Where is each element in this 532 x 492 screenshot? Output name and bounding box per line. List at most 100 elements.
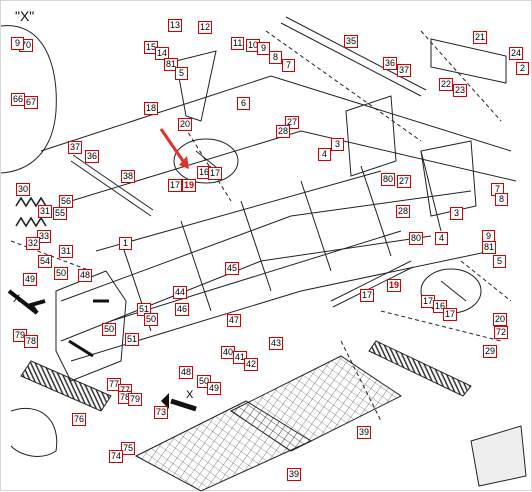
curved-guard xyxy=(10,407,58,457)
left-side-plate xyxy=(55,270,127,382)
callout-48[interactable]: 48 xyxy=(179,366,194,379)
callout-8[interactable]: 8 xyxy=(269,51,282,64)
roller-76 xyxy=(20,360,112,412)
callout-73[interactable]: 73 xyxy=(154,406,169,419)
callout-44[interactable]: 44 xyxy=(173,286,188,299)
callout-14[interactable]: 14 xyxy=(155,47,170,60)
callout-9[interactable]: 9 xyxy=(11,37,24,50)
callout-1[interactable]: 1 xyxy=(119,237,132,250)
callout-81[interactable]: 81 xyxy=(482,241,497,254)
callout-45[interactable]: 45 xyxy=(225,262,240,275)
callout-3[interactable]: 3 xyxy=(450,207,463,220)
detail-view-arc xyxy=(1,25,57,174)
callout-30[interactable]: 30 xyxy=(16,183,31,196)
callout-42[interactable]: 42 xyxy=(244,358,259,371)
callout-37[interactable]: 37 xyxy=(397,64,412,77)
callout-9[interactable]: 9 xyxy=(257,42,270,55)
callout-22[interactable]: 22 xyxy=(439,78,454,91)
lever-arm xyxy=(175,50,217,122)
callout-36[interactable]: 36 xyxy=(85,150,100,163)
callout-2[interactable]: 2 xyxy=(516,62,529,75)
main-frame-upper-rail xyxy=(70,130,517,202)
callout-13[interactable]: 13 xyxy=(168,19,183,32)
callout-6[interactable]: 6 xyxy=(237,97,250,110)
callout-16[interactable]: 16 xyxy=(433,300,448,313)
callout-76[interactable]: 76 xyxy=(72,413,87,426)
callout-39[interactable]: 39 xyxy=(357,426,372,439)
callout-72[interactable]: 72 xyxy=(494,326,509,339)
main-frame-lower-rail xyxy=(60,190,472,302)
shaft-35 xyxy=(280,16,427,97)
callout-10[interactable]: 10 xyxy=(246,39,261,52)
callout-47[interactable]: 47 xyxy=(227,314,242,327)
main-frame-bottom-rail xyxy=(60,235,432,342)
callout-5[interactable]: 5 xyxy=(493,255,506,268)
callout-20[interactable]: 20 xyxy=(178,118,193,131)
detail-view-label: "X" xyxy=(15,8,35,24)
callout-46[interactable]: 46 xyxy=(175,303,190,316)
bracket-21 xyxy=(430,38,507,84)
view-arrow-lower xyxy=(68,339,94,358)
spring-32 xyxy=(15,216,47,228)
callout-37[interactable]: 37 xyxy=(68,141,83,154)
callout-3[interactable]: 3 xyxy=(331,138,344,151)
callout-21[interactable]: 21 xyxy=(473,31,488,44)
callout-80[interactable]: 80 xyxy=(409,232,424,245)
callout-31[interactable]: 31 xyxy=(38,205,53,218)
callout-33[interactable]: 33 xyxy=(37,230,52,243)
callout-27[interactable]: 27 xyxy=(397,175,412,188)
engine-block xyxy=(470,425,527,487)
callout-36[interactable]: 36 xyxy=(383,57,398,70)
callout-20[interactable]: 20 xyxy=(493,313,508,326)
callout-66[interactable]: 66 xyxy=(11,93,26,106)
detail-circle-17 xyxy=(173,138,239,184)
callout-79[interactable]: 79 xyxy=(128,393,143,406)
callout-23[interactable]: 23 xyxy=(453,84,468,97)
callout-7[interactable]: 7 xyxy=(282,59,295,72)
callout-28[interactable]: 28 xyxy=(396,205,411,218)
callout-17[interactable]: 17 xyxy=(443,308,458,321)
callout-74[interactable]: 74 xyxy=(109,450,124,463)
callout-38[interactable]: 38 xyxy=(121,170,136,183)
callout-17[interactable]: 17 xyxy=(208,167,223,180)
callout-81[interactable]: 81 xyxy=(164,58,179,71)
callout-17[interactable]: 17 xyxy=(360,289,375,302)
callout-55[interactable]: 55 xyxy=(53,207,68,220)
callout-12[interactable]: 12 xyxy=(198,21,213,34)
callout-49[interactable]: 49 xyxy=(23,273,38,286)
callout-51[interactable]: 51 xyxy=(125,333,140,346)
callout-54[interactable]: 54 xyxy=(38,255,53,268)
callout-17[interactable]: 17 xyxy=(168,179,183,192)
callout-48[interactable]: 48 xyxy=(78,269,93,282)
callout-24[interactable]: 24 xyxy=(509,47,524,60)
callout-19[interactable]: 19 xyxy=(387,279,402,292)
callout-67[interactable]: 67 xyxy=(24,96,39,109)
callout-40[interactable]: 40 xyxy=(221,346,236,359)
callout-41[interactable]: 41 xyxy=(233,351,248,364)
callout-49[interactable]: 49 xyxy=(207,382,222,395)
main-frame-top-rail xyxy=(40,75,512,152)
callout-80[interactable]: 80 xyxy=(381,173,396,186)
callout-11[interactable]: 11 xyxy=(231,37,245,50)
callout-32[interactable]: 32 xyxy=(26,237,41,250)
callout-18[interactable]: 18 xyxy=(144,102,159,115)
callout-78[interactable]: 78 xyxy=(24,335,39,348)
callout-19[interactable]: 19 xyxy=(182,179,197,192)
callout-29[interactable]: 29 xyxy=(483,345,498,358)
callout-43[interactable]: 43 xyxy=(269,337,284,350)
callout-75[interactable]: 75 xyxy=(121,442,136,455)
callout-31[interactable]: 31 xyxy=(59,245,74,258)
callout-39[interactable]: 39 xyxy=(287,468,302,481)
callout-4[interactable]: 4 xyxy=(435,232,448,245)
callout-50[interactable]: 50 xyxy=(102,323,117,336)
callout-4[interactable]: 4 xyxy=(318,148,331,161)
callout-8[interactable]: 8 xyxy=(495,193,508,206)
right-side-plate xyxy=(420,140,477,217)
callout-50[interactable]: 50 xyxy=(54,267,69,280)
callout-9[interactable]: 9 xyxy=(482,230,495,243)
callout-50[interactable]: 50 xyxy=(144,313,159,326)
callout-35[interactable]: 35 xyxy=(344,35,359,48)
callout-28[interactable]: 28 xyxy=(276,125,291,138)
callout-5[interactable]: 5 xyxy=(175,67,188,80)
